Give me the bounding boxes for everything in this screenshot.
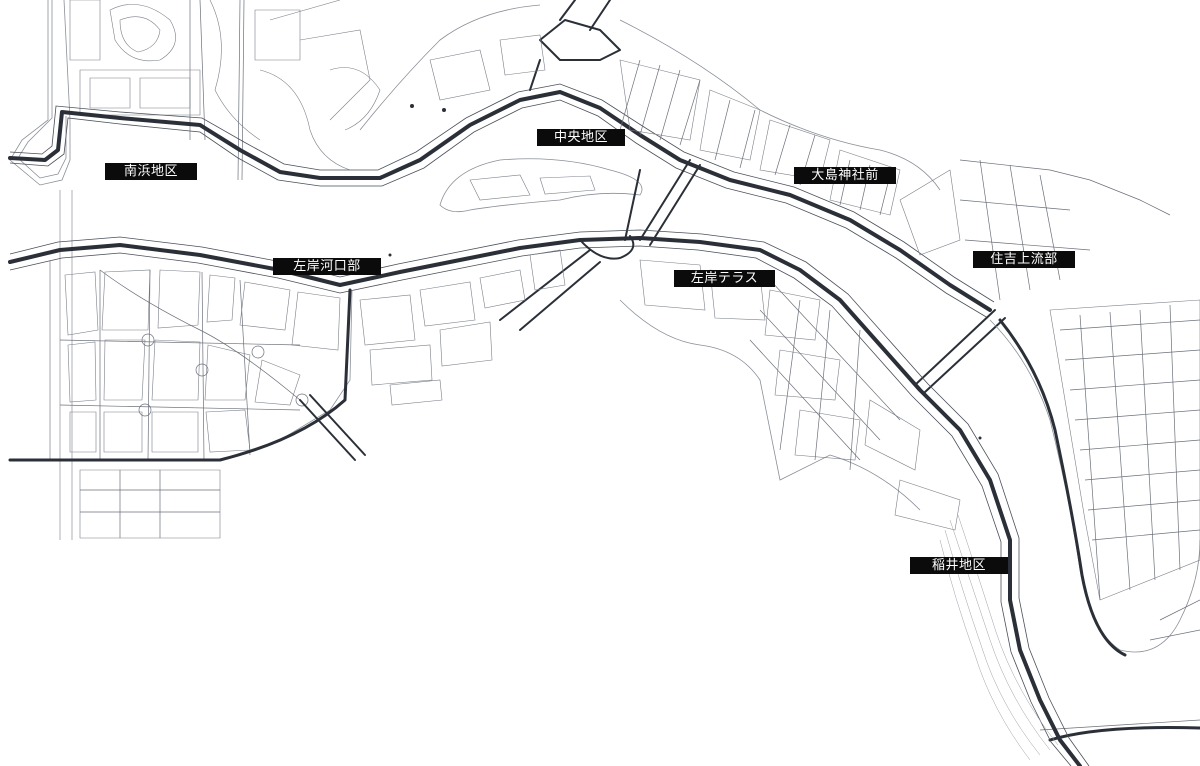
south-bank-blocks [359, 249, 566, 406]
label-sumiyoshi: 住吉上流部 [973, 251, 1075, 268]
east-bank-town [989, 299, 1200, 742]
label-inai: 稲井地区 [910, 557, 1008, 574]
south-new-town [8, 260, 366, 539]
north-east-town [359, 4, 1171, 301]
label-chuo: 中央地区 [537, 129, 625, 146]
label-kawaguchi: 左岸河口部 [273, 258, 381, 275]
bridges [624, 159, 1006, 393]
south-east-town [619, 259, 1059, 761]
minamihama-area-linework [9, 0, 381, 540]
south-bank-highway [8, 229, 1090, 766]
label-terrace: 左岸テラス [674, 270, 775, 287]
label-minamihama: 南浜地区 [105, 163, 197, 180]
central-island [439, 158, 643, 213]
north-bank-highway [8, 0, 995, 319]
label-oshima: 大島神社前 [794, 167, 896, 184]
river-marks [388, 104, 982, 440]
